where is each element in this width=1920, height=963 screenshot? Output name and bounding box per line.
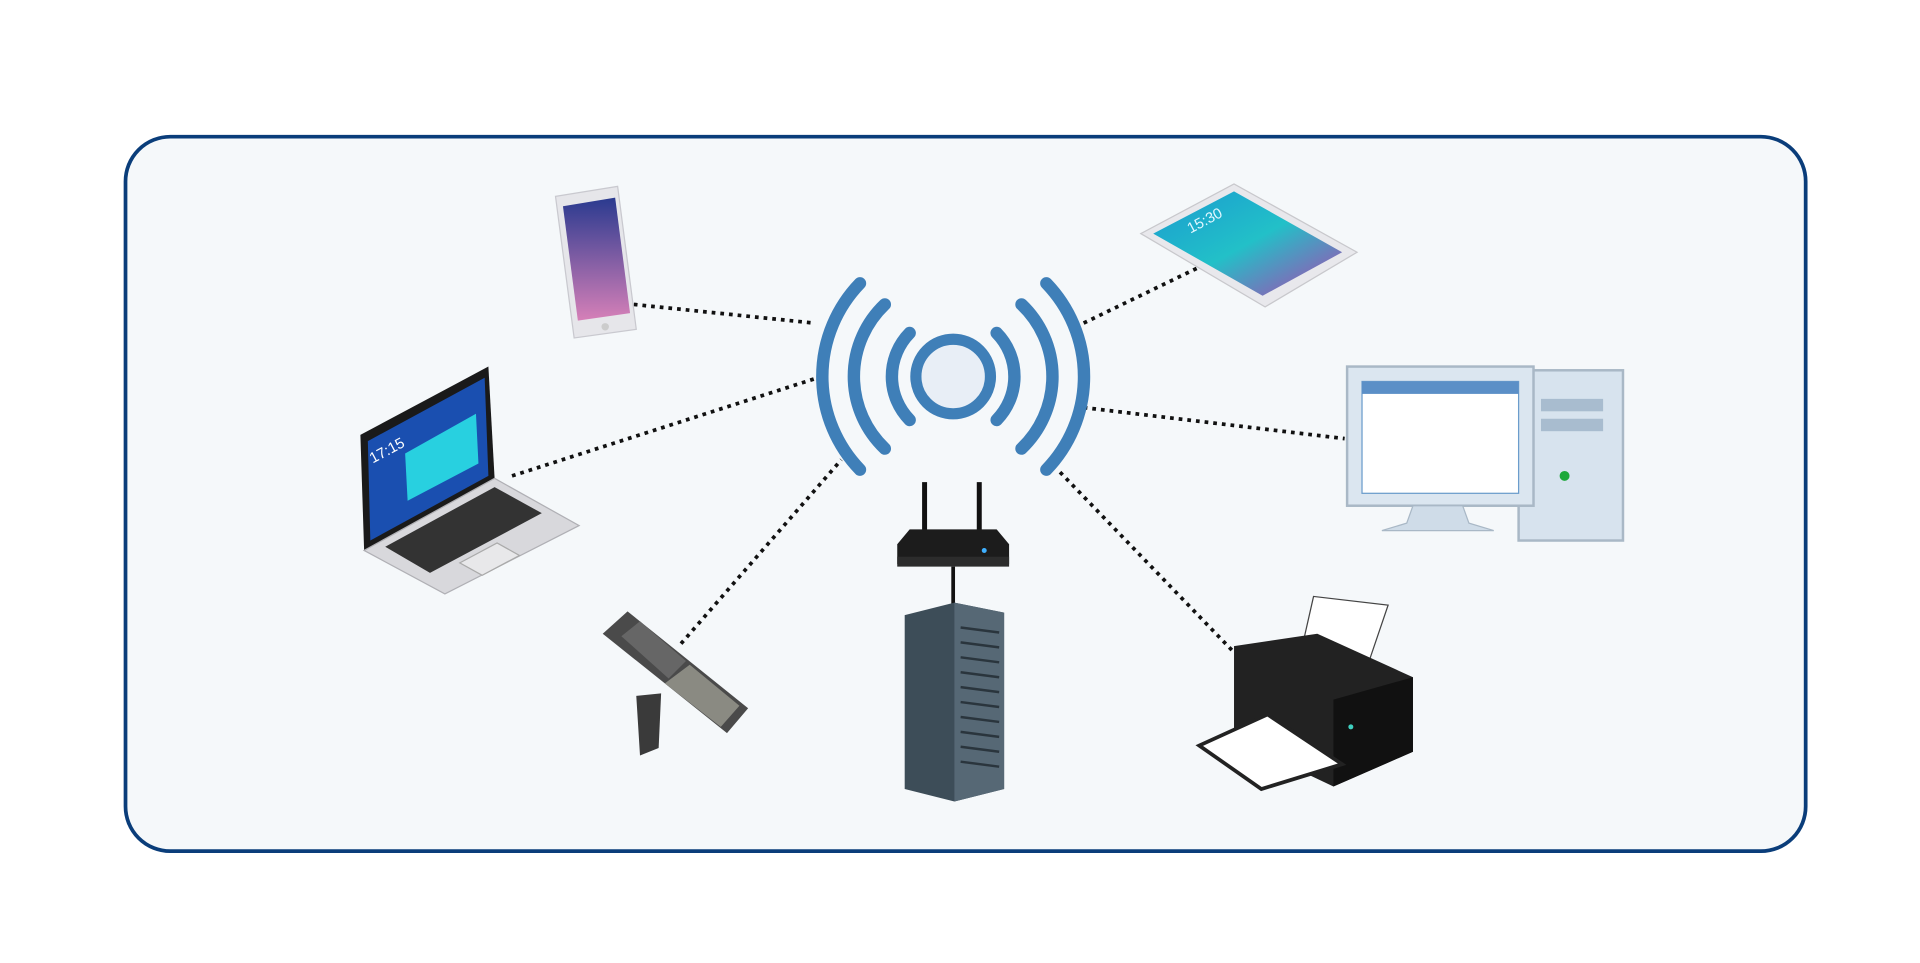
link-scanner <box>679 458 843 645</box>
laptop-icon: 17:15 <box>360 366 581 595</box>
connections <box>511 265 1345 654</box>
wifi-broadcast-icon <box>816 277 1091 476</box>
link-tablet <box>1082 265 1201 325</box>
smartphone-icon <box>554 185 637 339</box>
link-printer <box>1058 470 1236 654</box>
server-tower-icon <box>904 602 1005 802</box>
desktop-computer-icon <box>1345 365 1625 542</box>
barcode-scanner-icon <box>602 611 749 756</box>
printer-icon <box>1195 595 1413 792</box>
tablet-icon: 15:30 <box>1139 183 1359 308</box>
link-desktop <box>1083 405 1345 441</box>
router-icon <box>897 482 1010 567</box>
link-smartphone <box>633 302 815 325</box>
link-laptop <box>511 377 815 478</box>
